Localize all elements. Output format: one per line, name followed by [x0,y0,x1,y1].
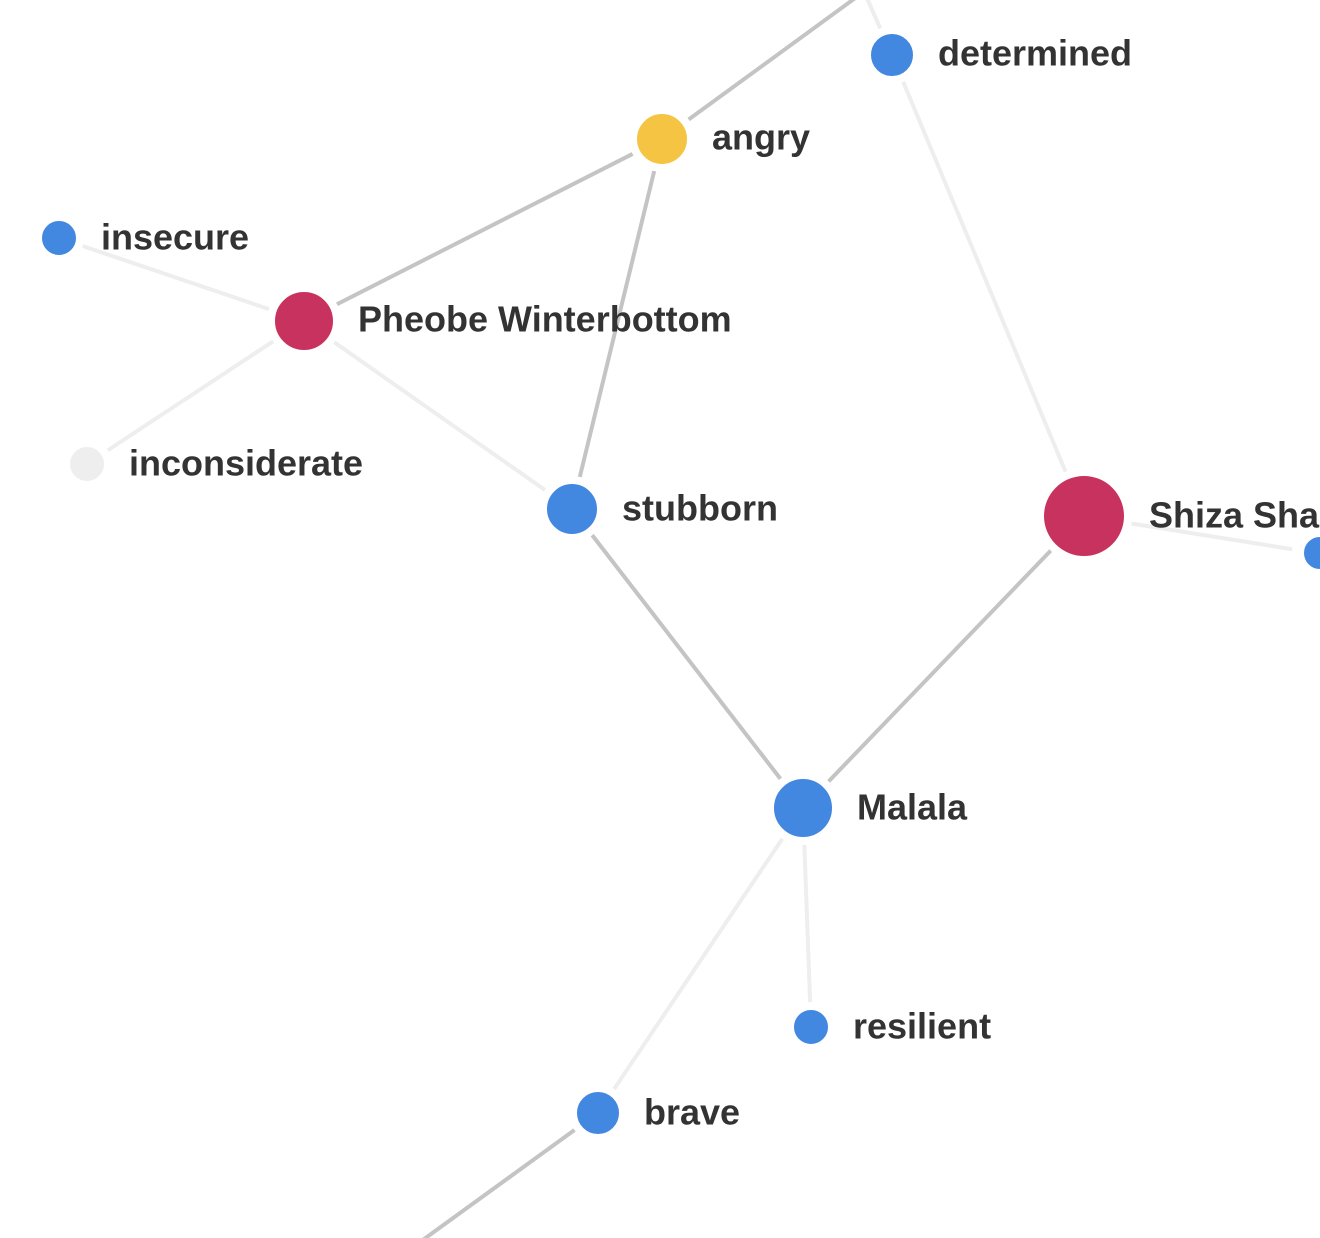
node-label-angry: angry [712,117,810,158]
nodes-layer [38,30,1320,1138]
edge-determined-offscreen-top-2 [865,0,883,30]
node-offscreen-right[interactable] [1300,533,1320,573]
edge-angry-stubborn [577,170,657,478]
edge-brave-offscreen-bottom [422,1128,576,1238]
node-label-determined: determined [938,33,1132,74]
node-angry[interactable] [633,110,691,168]
node-label-resilient: resilient [853,1006,991,1047]
node-label-insecure: insecure [101,217,249,258]
node-inconsiderate[interactable] [66,443,108,485]
edge-shiza-malala [827,549,1053,783]
edge-malala-brave [612,837,785,1091]
node-label-shiza: Shiza Shahid [1149,495,1320,536]
edges-layer [82,0,1293,1238]
node-label-stubborn: stubborn [622,488,778,529]
node-resilient[interactable] [790,1006,832,1048]
edge-determined-shiza [901,81,1068,473]
node-label-pheobe: Pheobe Winterbottom [358,299,732,340]
node-label-malala: Malala [857,787,968,828]
node-label-brave: brave [644,1092,740,1133]
edge-stubborn-malala [590,533,782,780]
edge-pheobe-stubborn [333,340,547,492]
node-label-inconsiderate: inconsiderate [129,443,363,484]
node-insecure[interactable] [38,217,80,259]
node-brave[interactable] [573,1088,623,1138]
node-pheobe[interactable] [271,288,337,354]
edge-malala-resilient [802,844,813,1003]
node-malala[interactable] [770,775,836,841]
node-shiza[interactable] [1040,472,1128,560]
node-determined[interactable] [867,30,917,80]
edge-angry-pheobe [336,152,634,307]
edge-angry-offscreen-top [687,0,856,122]
edge-shiza-offscreen-right [1131,521,1293,552]
edge-pheobe-inconsiderate [106,339,275,452]
edge-insecure-pheobe [82,244,270,312]
node-stubborn[interactable] [543,480,601,538]
